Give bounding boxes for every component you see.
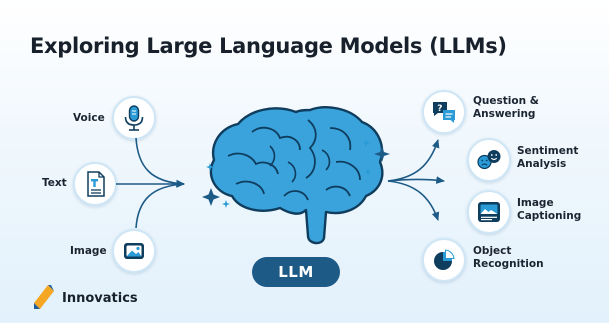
chat-bubbles-icon: ? [422, 90, 466, 134]
microphone-icon [112, 96, 156, 140]
captioning-arrow [387, 180, 440, 221]
output-label-question-answering: Question & Answering [473, 95, 539, 120]
brain-icon [209, 106, 384, 245]
brand-name: Innovatics [62, 291, 138, 306]
input-label-image: Image [70, 245, 107, 257]
sparkle-icon [222, 200, 230, 208]
emotion-faces-icon [467, 138, 511, 182]
picture-icon [112, 229, 156, 273]
sparkle-icon [202, 188, 220, 206]
pie-chart-icon [422, 238, 466, 282]
sparkle-icon [362, 139, 370, 147]
qa-arrow [387, 139, 440, 182]
document-icon [73, 162, 117, 206]
svg-text:?: ? [437, 104, 442, 114]
input-label-voice: Voice [73, 112, 105, 124]
voice-arrow [135, 137, 185, 188]
image-arrow [135, 183, 185, 229]
sparkle-icon [206, 163, 214, 171]
llm-badge: LLM [252, 257, 340, 287]
output-label-object-recognition: Object Recognition [473, 245, 544, 270]
input-label-text: Text [42, 177, 67, 189]
sparkle-icon [374, 146, 390, 162]
output-label-sentiment-analysis: Sentiment Analysis [517, 145, 579, 170]
innovatics-logo-icon [34, 285, 54, 309]
sparkle-icon [364, 168, 372, 176]
output-label-image-captioning: Image Captioning [517, 197, 582, 222]
captioned-image-icon [467, 190, 511, 234]
page-title: Exploring Large Language Models (LLMs) [30, 34, 507, 58]
sentiment-arrow [387, 176, 445, 184]
